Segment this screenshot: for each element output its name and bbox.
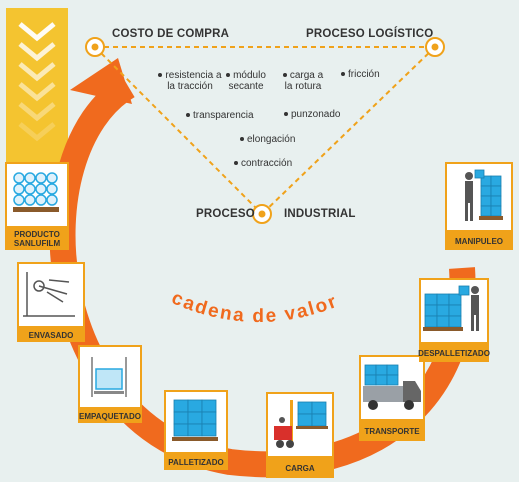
stage-empaquetado-card (78, 345, 142, 409)
heading-industrial: INDUSTRIAL (284, 208, 356, 220)
bullet-icon (186, 113, 190, 118)
pallet-stack-icon (172, 399, 218, 441)
bullet-icon (282, 73, 287, 78)
stage-palletizado-label: PALLETIZADO (164, 454, 228, 470)
stage-carga-card (266, 392, 334, 458)
bullet-icon (284, 112, 288, 117)
property-transparencia: transparencia (186, 110, 254, 121)
bullet-icon (234, 161, 238, 166)
bullet-icon (226, 73, 231, 78)
stage-manipuleo-card (445, 162, 513, 232)
stage-producto-card (5, 162, 69, 228)
stage-carga-label: CARGA (266, 458, 334, 478)
stage-envasado-label: ENVASADO (17, 328, 85, 342)
property-resistencia: resistencia a la tracción (156, 70, 224, 92)
property-punzonado: punzonado (284, 109, 341, 120)
property-modulo: módulo secante (226, 70, 266, 92)
cycle-label: cadena de valor (168, 288, 341, 328)
heading-proceso-logistico: PROCESO LOGÍSTICO (306, 28, 434, 40)
forklift-icon (274, 400, 328, 448)
handling-worker-icon (465, 169, 503, 221)
chevron-down-icon (18, 22, 56, 142)
triangle-vertex-icon (85, 37, 445, 224)
packaging-machine-icon (23, 272, 75, 317)
property-carga-rotura: carga a la rotura (282, 70, 324, 92)
property-elongacion: elongación (240, 134, 295, 145)
stage-manipuleo-label: MANIPULEO (445, 232, 513, 250)
stage-despalletizado-card (419, 278, 489, 344)
film-rolls-icon (13, 172, 59, 212)
stage-empaquetado-label: EMPAQUETADO (78, 409, 142, 423)
heading-costo-compra: COSTO DE COMPRA (112, 28, 230, 40)
property-contraccion: contracción (234, 158, 292, 169)
truck-icon (363, 364, 421, 410)
stage-producto-label: PRODUCTO SANLUFILM (5, 228, 69, 250)
stage-envasado-card (17, 262, 85, 328)
bullet-icon (158, 73, 163, 78)
stage-transporte-label: TRANSPORTE (359, 421, 425, 441)
process-triangle (94, 46, 436, 215)
stage-transporte-card (359, 355, 425, 421)
unloading-worker-icon (423, 285, 479, 331)
bullet-icon (341, 72, 345, 77)
stage-palletizado-card (164, 390, 228, 454)
stage-despalletizado-label: DESPALLETIZADO (418, 344, 490, 362)
chevron-bar (6, 8, 68, 164)
property-friccion: fricción (341, 69, 380, 80)
bullet-icon (240, 137, 244, 142)
heading-proceso: PROCESO (196, 208, 255, 220)
wrapped-box-icon (91, 357, 127, 397)
